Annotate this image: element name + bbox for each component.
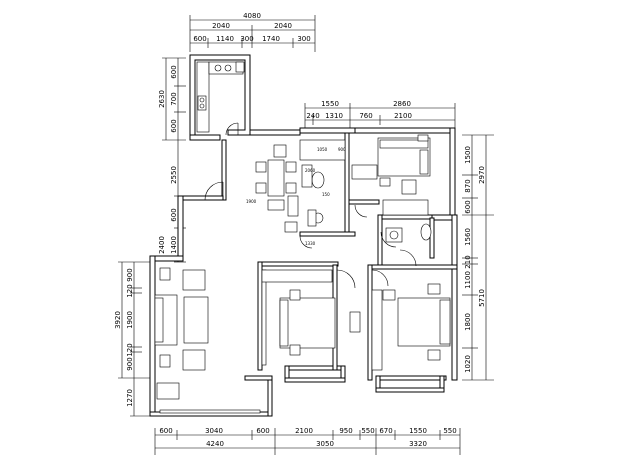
top-mid-dim-2: 2040 xyxy=(274,22,292,30)
right-detail-dim-8: 1020 xyxy=(464,355,472,373)
bottom-detail-left-dim-1: 600 xyxy=(159,427,172,435)
left-bottom-dim: 1270 xyxy=(126,389,134,407)
bottom-detail-right-dim-2: 950 xyxy=(339,427,352,435)
left-lower-dimension-chain: 3920 900 120 1900 120 900 xyxy=(114,261,150,379)
left-middle-dim-3: 1400 xyxy=(170,236,178,254)
living-room-furniture xyxy=(154,267,261,414)
top-detail-dim-1: 600 xyxy=(193,35,206,43)
left-middle-dim-2: 600 xyxy=(170,208,178,221)
bottom-overall-dim-3: 3320 xyxy=(409,440,427,448)
top-right-detail-dim-4: 2100 xyxy=(394,112,412,120)
annotation-2: 1050 xyxy=(317,147,328,152)
bottom-detail-right-dim-3: 550 xyxy=(361,427,374,435)
left-upper-detail-dim-3: 600 xyxy=(170,119,178,132)
right-detail-dim-2: 870 xyxy=(464,179,472,192)
right-overall-upper-dim: 2970 xyxy=(478,166,486,184)
top-detail-dim-4: 1740 xyxy=(262,35,280,43)
right-detail-dim-4: 1560 xyxy=(464,228,472,246)
top-right-detail-dim-3: 760 xyxy=(359,112,372,120)
top-right-detail-dim-1: 240 xyxy=(306,112,319,120)
top-detail-dim-5: 300 xyxy=(297,35,310,43)
left-middle-dim-4: 2400 xyxy=(158,236,166,254)
left-middle-dim-1: 2550 xyxy=(170,166,178,184)
left-upper-dimension-chain: 2630 600 700 600 xyxy=(158,57,186,141)
top-right-detail-dim-2: 1310 xyxy=(325,112,343,120)
walls xyxy=(149,54,458,417)
top-detail-dim-3: 300 xyxy=(240,35,253,43)
kitchen-fixtures xyxy=(196,61,245,133)
top-detail-dim-2: 1140 xyxy=(216,35,234,43)
right-detail-dim-1: 1500 xyxy=(464,146,472,164)
right-overall-lower-dim: 5710 xyxy=(478,289,486,307)
bottom-detail-left-dim-3: 600 xyxy=(256,427,269,435)
bottom-detail-left-dim-2: 3040 xyxy=(205,427,223,435)
left-upper-detail-dim-2: 700 xyxy=(170,92,178,105)
annotation-6: 2060 xyxy=(305,168,316,173)
top-right-mid-dim-2: 2860 xyxy=(393,100,411,108)
left-lower-detail-dim-3: 1900 xyxy=(126,311,134,329)
annotation-5: 150 xyxy=(322,192,330,197)
annotation-1: 1900 xyxy=(246,199,257,204)
left-lower-overall-dim: 3920 xyxy=(114,311,122,329)
bedroom-bottom-right xyxy=(371,283,451,371)
bathroom-fixtures xyxy=(299,139,432,243)
annotation-4: 1330 xyxy=(305,241,316,246)
door-swings xyxy=(204,122,417,289)
left-lower-detail-dim-1: 900 xyxy=(126,268,134,281)
bedroom-top-right xyxy=(351,134,431,216)
right-detail-dim-6: 1100 xyxy=(464,271,472,289)
right-detail-dim-3: 600 xyxy=(464,200,472,213)
small-annotations: 1900 1050 900 1330 150 2060 xyxy=(246,147,346,246)
bottom-detail-right-dim-4: 670 xyxy=(379,427,392,435)
bottom-detail-right-dim-1: 2100 xyxy=(295,427,313,435)
right-detail-dim-7: 1800 xyxy=(464,313,472,331)
bottom-overall-dim-2: 3050 xyxy=(316,440,334,448)
annotation-3: 900 xyxy=(338,147,346,152)
right-dimension-chain: 2970 5710 1500 870 600 1560 210 1100 180… xyxy=(462,134,494,381)
bedroom-middle xyxy=(261,269,361,366)
left-bottom-dimension: 1270 xyxy=(126,378,150,417)
left-lower-detail-dim-4: 120 xyxy=(126,343,134,356)
dining-set xyxy=(255,144,299,233)
left-upper-detail-dim-1: 600 xyxy=(170,65,178,78)
top-overall-dim: 4080 xyxy=(243,12,261,20)
bottom-overall-dim-1: 4240 xyxy=(206,440,224,448)
left-upper-overall-dim: 2630 xyxy=(158,90,166,108)
bottom-detail-right-dim-6: 550 xyxy=(443,427,456,435)
top-dimension-chain: 4080 2040 2040 600 1140 300 1740 300 xyxy=(189,12,316,52)
top-mid-dim-1: 2040 xyxy=(212,22,230,30)
top-right-mid-dim-1: 1550 xyxy=(321,100,339,108)
left-lower-detail-dim-5: 900 xyxy=(126,357,134,370)
right-detail-dim-5: 210 xyxy=(464,255,472,268)
bottom-dimension-chain: 600 3040 600 2100 950 550 670 1550 550 4… xyxy=(154,427,461,455)
left-lower-detail-dim-2: 120 xyxy=(126,284,134,297)
bottom-detail-right-dim-5: 1550 xyxy=(409,427,427,435)
top-right-dimension-chain: 1550 2860 240 1310 760 2100 xyxy=(304,100,456,128)
